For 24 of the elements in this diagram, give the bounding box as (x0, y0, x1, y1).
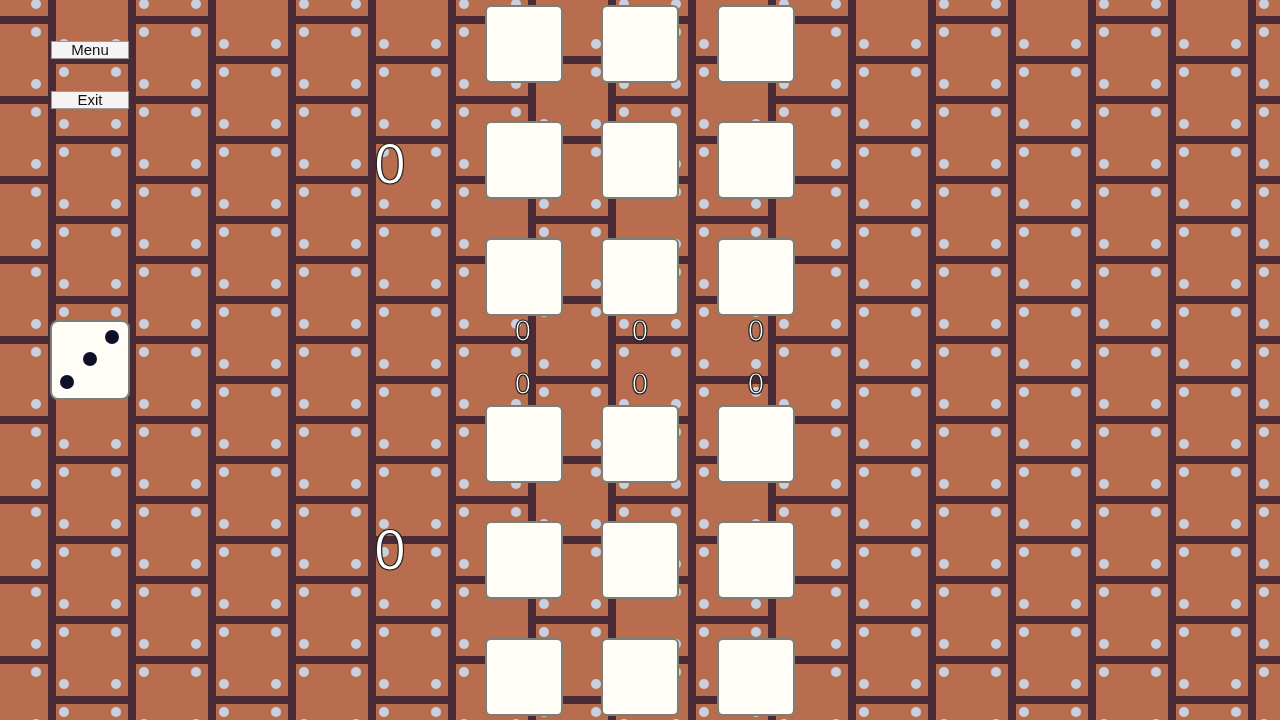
dice-slot (601, 238, 679, 316)
dice-slot (601, 5, 679, 83)
menu-button: Menu (51, 41, 129, 59)
dice-slot (485, 521, 563, 599)
column-score: 0 (746, 318, 766, 346)
dice-slot (485, 121, 563, 199)
exit-button: Exit (51, 91, 129, 109)
dice-slot (717, 238, 795, 316)
dice-slot (717, 638, 795, 716)
dice-slot (601, 121, 679, 199)
dice-slot (485, 238, 563, 316)
column-score: 0 (746, 371, 766, 399)
dice-slot (601, 405, 679, 483)
dice-slot (485, 405, 563, 483)
dice-slot (601, 638, 679, 716)
dice-slot (717, 405, 795, 483)
score-number: 0 (371, 138, 409, 192)
dice-slot (717, 521, 795, 599)
dice-slot (601, 521, 679, 599)
dice-slot (717, 121, 795, 199)
column-score: 0 (630, 371, 650, 399)
dice-slot (717, 5, 795, 83)
dice-slot (485, 638, 563, 716)
dice-slot (485, 5, 563, 83)
